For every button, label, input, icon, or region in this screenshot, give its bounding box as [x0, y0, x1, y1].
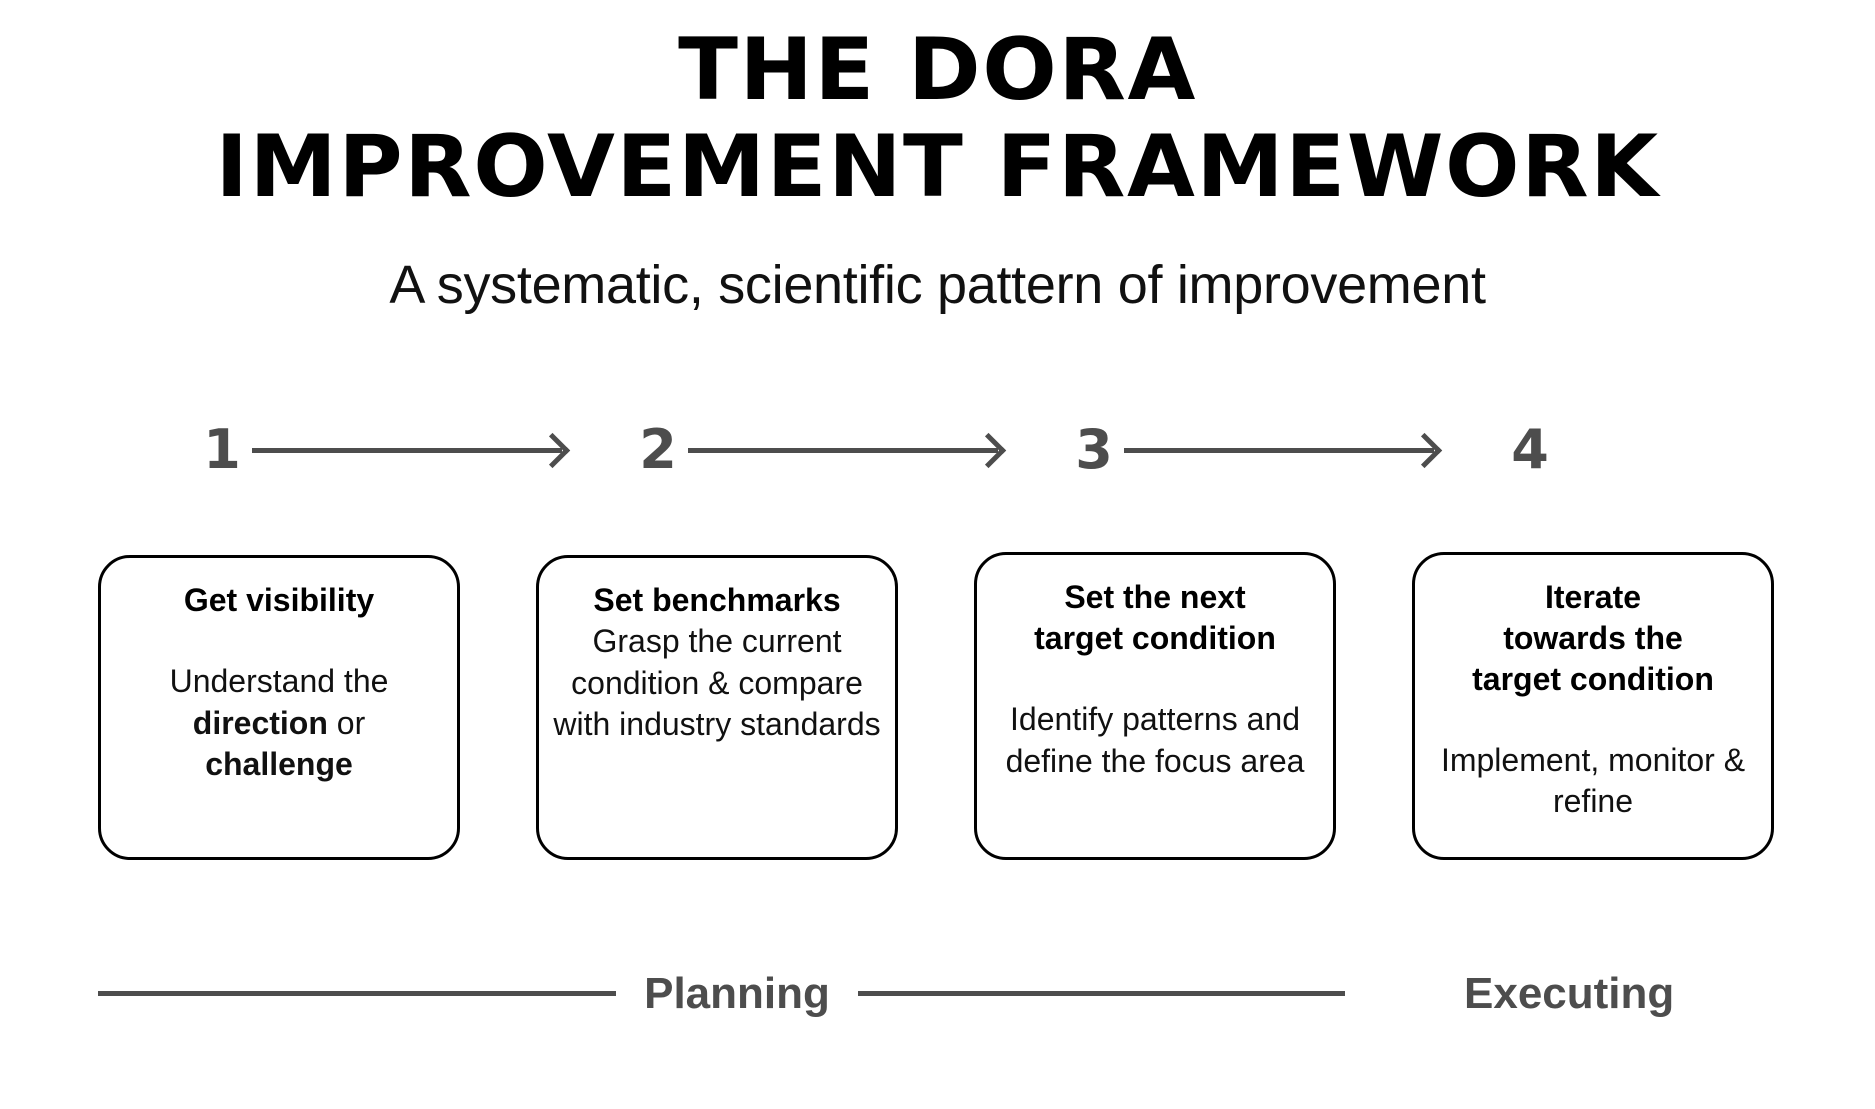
arrow-shaft	[688, 448, 998, 453]
step-sequence: 1 2 3 4	[100, 415, 1780, 485]
step-card-2-heading: Set benchmarks	[593, 582, 841, 618]
page-title: THE DORA IMPROVEMENT FRAMEWORK	[0, 0, 1875, 216]
page-title-line-1: THE DORA	[678, 20, 1197, 120]
step-number-1: 1	[203, 418, 241, 481]
arrow-icon-2-to-3	[688, 432, 1007, 469]
arrow-icon-3-to-4	[1124, 432, 1443, 469]
spacer	[1429, 700, 1757, 740]
body-text-prefix: Identify patterns and define the focus a…	[1005, 700, 1305, 779]
header: THE DORA IMPROVEMENT FRAMEWORK A systema…	[0, 0, 1875, 316]
step-card-1-heading: Get visibility	[183, 582, 375, 618]
phase-line-right	[858, 991, 1345, 996]
body-text-emphasis-2: challenge	[205, 746, 353, 783]
arrow-shaft	[252, 448, 562, 453]
body-text-prefix: Understand the	[169, 662, 389, 699]
step-cards: Get visibility Understand the direction …	[0, 552, 1875, 912]
arrow-shaft	[1124, 448, 1434, 453]
step-card-4-heading: Iterate towards the target condition	[1472, 579, 1714, 697]
arrow-icon-1-to-2	[252, 432, 571, 469]
step-card-3-heading: Set the next target condition	[1034, 579, 1276, 656]
phase-label-executing: Executing	[1464, 969, 1675, 1018]
body-text-prefix: Grasp the current condition & compare wi…	[553, 622, 881, 743]
step-card-2-body: Grasp the current condition & compare wi…	[553, 621, 881, 746]
step-card-2: Set benchmarks Grasp the current conditi…	[536, 555, 898, 860]
spacer	[115, 621, 443, 661]
step-number-2: 2	[639, 418, 677, 481]
arrow-head	[534, 432, 571, 469]
page-subtitle: A systematic, scientific pattern of impr…	[389, 255, 1486, 316]
step-number-3: 3	[1075, 418, 1113, 481]
step-card-1-body: Understand the direction or challenge	[115, 661, 443, 786]
step-card-3: Set the next target condition Identify p…	[974, 552, 1336, 860]
step-card-3-body: Identify patterns and define the focus a…	[991, 699, 1319, 782]
step-card-1: Get visibility Understand the direction …	[98, 555, 460, 860]
step-number-4: 4	[1511, 418, 1549, 481]
body-text-emphasis-1: direction	[192, 704, 328, 741]
body-text-middle: or	[327, 704, 366, 741]
page-title-line-2: IMPROVEMENT FRAMEWORK	[215, 117, 1660, 218]
phase-bracket-row: Planning Executing	[0, 965, 1875, 1025]
step-card-4: Iterate towards the target condition Imp…	[1412, 552, 1774, 860]
phase-line-left	[98, 991, 616, 996]
arrow-head	[970, 432, 1007, 469]
spacer	[991, 659, 1319, 699]
phase-label-planning: Planning	[644, 969, 830, 1018]
body-text-prefix: Implement, monitor & refine	[1440, 741, 1746, 820]
arrow-head	[1406, 432, 1443, 469]
step-card-4-body: Implement, monitor & refine	[1429, 740, 1757, 823]
